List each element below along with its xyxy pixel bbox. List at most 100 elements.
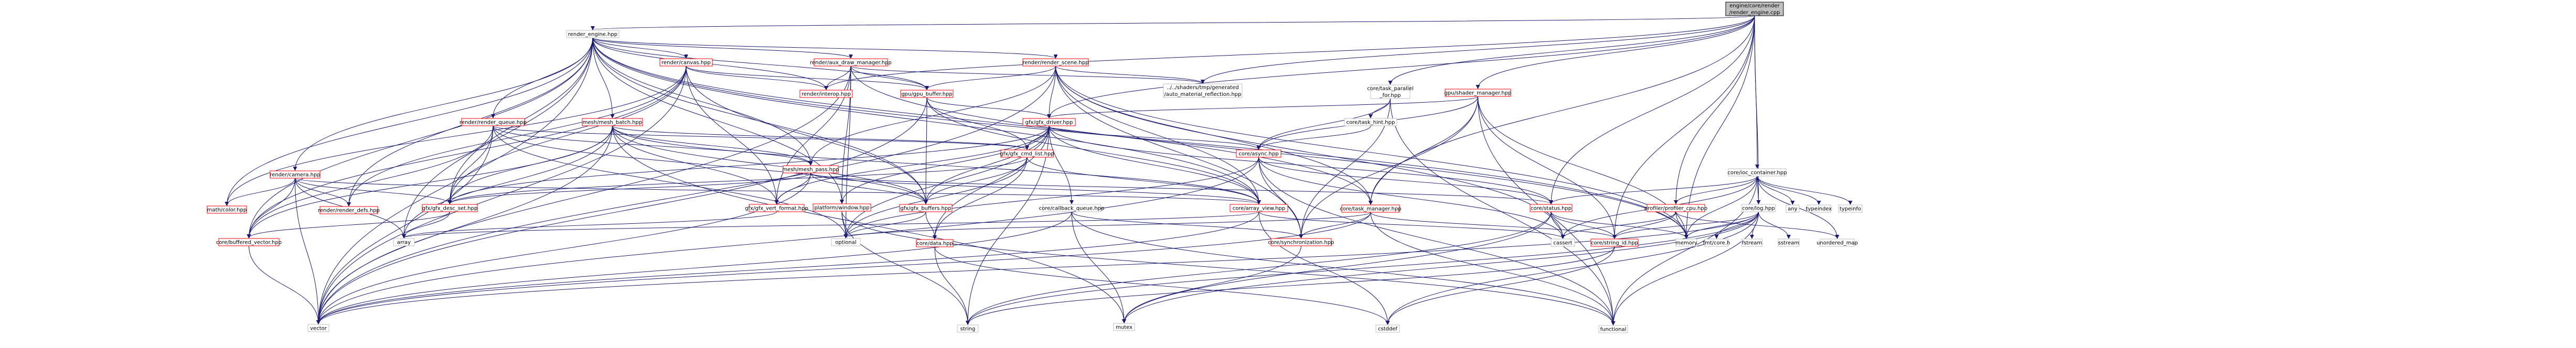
graph-node-n23[interactable]: platform/window.hpp — [813, 203, 871, 212]
graph-node-n17[interactable]: render/camera.hpp — [270, 170, 320, 179]
edge-n1-n46 — [316, 37, 593, 324]
node-label: core/task_manager.hpp — [1340, 206, 1401, 212]
graph-node-n37[interactable]: core/data.hpp — [916, 239, 954, 247]
node-label: render/render_defs.hpp — [318, 208, 380, 214]
node-box — [1113, 323, 1135, 331]
edge-n0-n9 — [1476, 15, 1755, 89]
edge-n17-n19 — [225, 178, 295, 206]
graph-node-n5[interactable]: render/interop.hpp — [799, 90, 853, 98]
edge-n25-n46 — [316, 211, 1072, 324]
edge-n1-n34 — [247, 37, 593, 238]
node-box — [1042, 204, 1101, 212]
edge-n25-n38 — [1071, 211, 1303, 238]
edge-n28-n40 — [1551, 211, 1617, 239]
edge-n2-n34 — [247, 66, 687, 238]
node-label: platform/window.hpp — [814, 205, 869, 211]
graph-node-n46: vector — [307, 324, 329, 332]
graph-node-n11[interactable]: mesh/mesh_batch.hpp — [582, 118, 643, 126]
graph-node-n12[interactable]: gfx/gfx_driver.hpp — [1022, 118, 1076, 126]
node-label: math/color.hpp — [207, 208, 247, 213]
graph-node-n3[interactable]: render/aux_draw_manager.hpp — [810, 58, 892, 67]
node-label: optional — [835, 240, 857, 246]
node-label: /auto_material_reflection.hpp — [1164, 92, 1242, 97]
edge-n23-n50 — [841, 211, 1616, 325]
edge-n0-n1 — [591, 15, 1755, 30]
edge-n18-n26 — [810, 172, 1261, 204]
graph-node-n20[interactable]: render/render_defs.hpp — [318, 206, 380, 214]
edge-n1-n6 — [592, 37, 929, 90]
node-label: memory — [1675, 241, 1697, 246]
graph-node-n28[interactable]: core/status.hpp — [1530, 204, 1573, 212]
edge-n1-n17 — [293, 37, 593, 171]
graph-node-n9[interactable]: gpu/shader_manager.hpp — [1445, 89, 1512, 97]
graph-node-n26[interactable]: core/array_view.hpp — [1230, 204, 1288, 212]
edge-n16-n39 — [1258, 157, 1565, 239]
node-box — [1647, 204, 1705, 212]
edge-n6-n15 — [926, 97, 1029, 150]
edge-n27-n38 — [1299, 212, 1371, 238]
graph-node-n31: any — [1786, 204, 1800, 213]
node-box — [319, 206, 378, 214]
edge-n14-n29 — [1674, 176, 1758, 204]
node-label: string — [960, 327, 976, 332]
node-box — [957, 324, 979, 333]
edge-n15-n37 — [933, 157, 1028, 240]
edge-n0-n29 — [1674, 15, 1755, 204]
edge-n6-n46 — [316, 97, 927, 324]
graph-node-n27[interactable]: core/task_manager.hpp — [1340, 204, 1402, 213]
graph-node-n24[interactable]: gfx/gfx_buffers.hpp — [899, 204, 953, 212]
graph-node-n4[interactable]: render/render_scene.hpp — [1022, 58, 1089, 67]
graph-node-n29[interactable]: profiler/profiler_cpu.hpp — [1644, 204, 1707, 212]
graph-node-n10[interactable]: render/render_queue.hpp — [459, 118, 527, 126]
graph-node-n38[interactable]: core/synchronization.hpp — [1268, 238, 1334, 246]
edge-n11-n34 — [247, 125, 613, 238]
node-label: gfx/gfx_buffers.hpp — [900, 206, 951, 212]
edge-n10-n18 — [493, 125, 813, 166]
graph-node-n36: optional — [831, 238, 861, 246]
edge-n15-n26 — [1027, 157, 1261, 204]
graph-node-n0[interactable]: engine/core/render/render_engine.cpp — [1725, 2, 1784, 16]
graph-node-n40[interactable]: core/string_id.hpp — [1590, 238, 1639, 247]
edge-n30-n49 — [1385, 211, 1759, 325]
graph-node-n2[interactable]: render/canvas.hpp — [659, 58, 713, 67]
graph-node-n49: cstddef — [1375, 324, 1400, 333]
node-label: engine/core/render — [1729, 3, 1780, 9]
graph-node-n18[interactable]: mesh/mesh_pass.hpp — [782, 165, 839, 173]
edge-n1-n35 — [402, 37, 593, 238]
edge-n9-n41 — [1478, 96, 1688, 239]
graph-node-n15[interactable]: gfx/gfx_cmd_list.hpp — [1000, 149, 1054, 158]
graph-node-n6[interactable]: gpu/gpu_buffer.hpp — [900, 90, 954, 98]
node-layer: engine/core/render/render_engine.cpprend… — [207, 2, 1863, 333]
node-box — [1022, 118, 1076, 126]
edge-n2-n6 — [686, 66, 929, 90]
edge-n17-n46 — [295, 178, 320, 324]
node-box — [1704, 238, 1729, 247]
node-box — [659, 58, 713, 67]
edge-n12-n28 — [1049, 125, 1553, 204]
edge-n12-n24 — [924, 125, 1050, 204]
graph-node-n22[interactable]: gfx/gfx_vert_format.hpp — [745, 204, 808, 212]
node-box — [1341, 204, 1400, 213]
graph-node-n35: array — [393, 238, 415, 246]
graph-node-n33: typeinfo — [1838, 204, 1863, 213]
graph-node-n16[interactable]: core/async.hpp — [1236, 149, 1281, 158]
graph-node-n44: sstream — [1778, 238, 1800, 247]
graph-node-n21[interactable]: gfx/gfx_desc_set.hpp — [422, 204, 478, 212]
node-label: fmt/core.h — [1703, 241, 1730, 246]
edge-n30-n44 — [1758, 211, 1791, 239]
edge-n34-n46 — [249, 245, 320, 324]
edge-n0-n41 — [1684, 15, 1755, 239]
edge-n25-n50 — [1071, 211, 1616, 325]
edge-n12-n26 — [1049, 125, 1261, 204]
node-box — [1741, 204, 1776, 212]
edge-n1-n18 — [592, 37, 813, 166]
node-box — [1598, 325, 1628, 333]
node-box — [393, 238, 415, 246]
graph-node-n19[interactable]: math/color.hpp — [207, 205, 247, 214]
graph-node-n34[interactable]: core/buffered_vector.hpp — [216, 238, 282, 246]
node-label: gfx/gfx_desc_set.hpp — [422, 206, 478, 212]
graph-node-n50: functional — [1598, 325, 1628, 333]
node-label: cstddef — [1378, 327, 1397, 332]
node-label: array — [397, 240, 411, 246]
